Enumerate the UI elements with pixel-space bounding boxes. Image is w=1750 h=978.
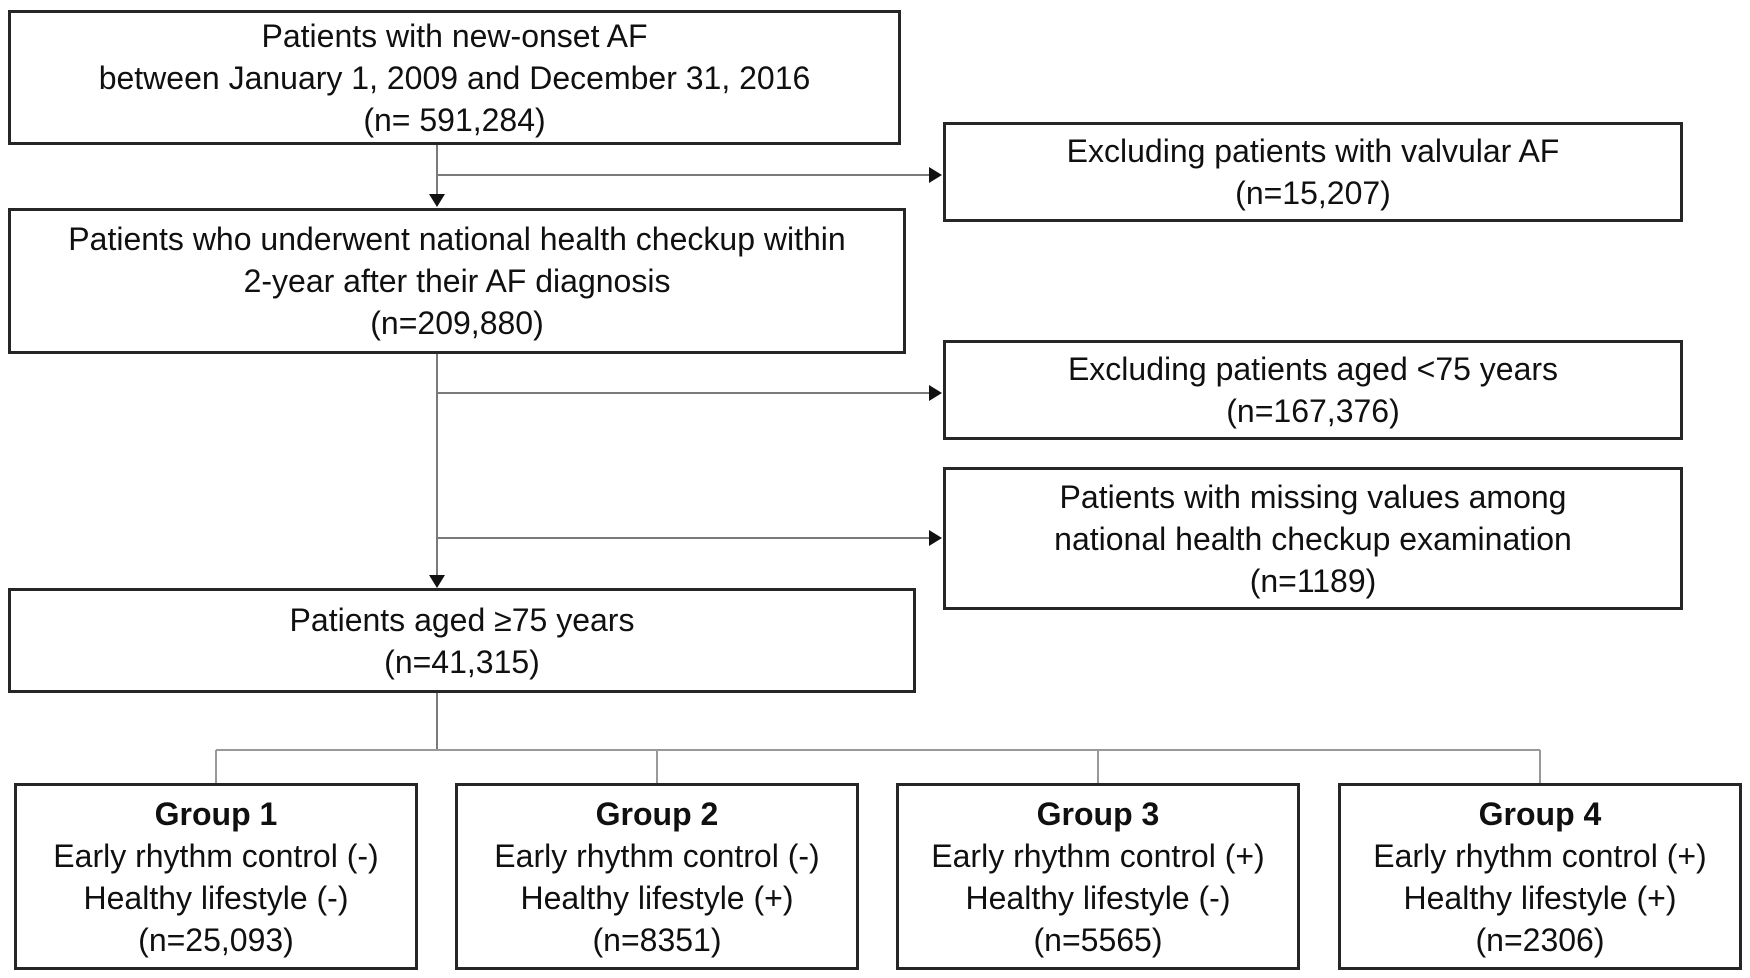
n-count: (n=1189) <box>1249 562 1377 599</box>
arrowhead-right-valvular <box>929 167 942 183</box>
n-count: (n=2306) <box>1475 921 1605 958</box>
exclusion-description-line2: national health checkup examination <box>1054 520 1572 557</box>
box-aged-75: Patients aged ≥75 years (n=41,315) <box>8 588 916 693</box>
lifestyle-line: Healthy lifestyle (+) <box>520 879 794 916</box>
cohort-description: Patients with new-onset AF <box>261 17 648 54</box>
rhythm-control-line: Early rhythm control (+) <box>931 837 1265 874</box>
group-title: Group 3 <box>1036 795 1160 832</box>
exclusion-description: Excluding patients with valvular AF <box>1066 133 1560 169</box>
arrowhead-down-c <box>429 575 445 588</box>
lifestyle-line: Healthy lifestyle (-) <box>965 879 1231 916</box>
aged-description: Patients aged ≥75 years <box>289 601 635 638</box>
n-count: (n= 591,284) <box>363 101 546 138</box>
cohort-period: between January 1, 2009 and December 31,… <box>98 59 811 96</box>
n-count: (n=167,376) <box>1226 393 1400 429</box>
exclusion-description-line1: Patients with missing values among <box>1059 478 1567 515</box>
n-count: (n=5565) <box>1033 921 1163 958</box>
rhythm-control-line: Early rhythm control (-) <box>53 837 379 874</box>
n-count: (n=15,207) <box>1235 175 1391 211</box>
checkup-description-line1: Patients who underwent national health c… <box>68 221 846 257</box>
box-missing-values: Patients with missing values among natio… <box>943 467 1683 610</box>
checkup-description-line2: 2-year after their AF diagnosis <box>243 263 671 299</box>
box-health-checkup: Patients who underwent national health c… <box>8 208 906 354</box>
lifestyle-line: Healthy lifestyle (-) <box>83 879 349 916</box>
rhythm-control-line: Early rhythm control (-) <box>494 837 820 874</box>
box-group-4: Group 4 Early rhythm control (+) Healthy… <box>1338 783 1742 970</box>
group-title: Group 1 <box>154 795 278 832</box>
box-group-3: Group 3 Early rhythm control (+) Healthy… <box>896 783 1300 970</box>
box-excluding-age: Excluding patients aged <75 years (n=167… <box>943 340 1683 440</box>
rhythm-control-line: Early rhythm control (+) <box>1373 837 1707 874</box>
group-title: Group 2 <box>595 795 719 832</box>
group-title: Group 4 <box>1478 795 1602 832</box>
box-group-1: Group 1 Early rhythm control (-) Healthy… <box>14 783 418 970</box>
lifestyle-line: Healthy lifestyle (+) <box>1403 879 1677 916</box>
n-count: (n=25,093) <box>138 921 294 958</box>
exclusion-description: Excluding patients aged <75 years <box>1067 351 1559 387</box>
box-excluding-valvular-af: Excluding patients with valvular AF (n=1… <box>943 122 1683 222</box>
n-count: (n=41,315) <box>384 643 540 680</box>
n-count: (n=8351) <box>592 921 722 958</box>
box-new-onset-af: Patients with new-onset AF between Janua… <box>8 10 901 145</box>
arrowhead-down-b <box>429 194 445 207</box>
arrowhead-right-missing <box>929 530 942 546</box>
n-count: (n=209,880) <box>370 305 544 341</box>
box-group-2: Group 2 Early rhythm control (-) Healthy… <box>455 783 859 970</box>
arrowhead-right-age <box>929 385 942 401</box>
